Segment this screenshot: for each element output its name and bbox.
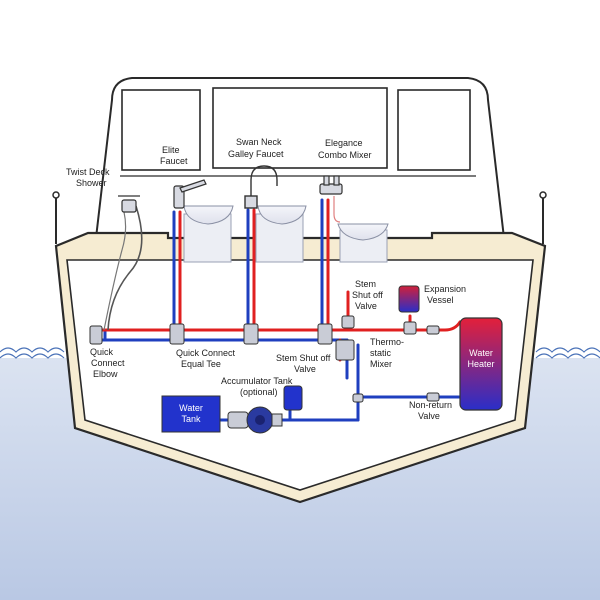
water-heater-label-1: Water <box>469 348 493 358</box>
svg-text:Valve: Valve <box>418 411 440 421</box>
svg-text:Expansion: Expansion <box>424 284 466 294</box>
svg-text:Galley Faucet: Galley Faucet <box>228 149 284 159</box>
svg-text:Elite: Elite <box>162 145 180 155</box>
rails <box>55 196 544 244</box>
svg-text:Thermo-: Thermo- <box>370 337 404 347</box>
water-tank-label-2: Tank <box>181 414 201 424</box>
svg-text:Valve: Valve <box>294 364 316 374</box>
elite-faucet <box>173 179 207 209</box>
fittings <box>89 315 440 403</box>
water-tank-label-1: Water <box>179 403 203 413</box>
svg-text:Swan Neck: Swan Neck <box>236 137 282 147</box>
label-stem-shutoff-top: Stem Shut off Valve <box>352 279 383 311</box>
label-quick-connect-tee: Quick Connect Equal Tee <box>176 348 236 369</box>
cabin-window-center <box>212 87 388 169</box>
label-non-return-valve: Non-return Valve <box>409 400 452 421</box>
svg-text:Quick Connect: Quick Connect <box>176 348 236 358</box>
label-thermostatic-mixer: Thermo- static Mixer <box>370 337 404 369</box>
twist-deck-shower <box>118 195 140 213</box>
label-expansion-vessel: Expansion Vessel <box>424 284 466 305</box>
svg-text:Stem: Stem <box>355 279 376 289</box>
svg-text:Shut off: Shut off <box>352 290 383 300</box>
svg-text:Vessel: Vessel <box>427 295 454 305</box>
label-elegance: Elegance Combo Mixer <box>318 138 372 160</box>
svg-text:Valve: Valve <box>355 301 377 311</box>
sink-elite <box>183 205 234 225</box>
svg-text:Twist Deck: Twist Deck <box>66 167 110 177</box>
svg-text:Connect: Connect <box>91 358 125 368</box>
sink-swan <box>257 205 307 225</box>
water-tank <box>161 395 221 433</box>
label-accumulator-tank: Accumulator Tank (optional) <box>221 376 293 397</box>
svg-text:(optional): (optional) <box>240 387 278 397</box>
svg-text:static: static <box>370 348 392 358</box>
water-heater <box>459 317 503 411</box>
svg-text:Combo Mixer: Combo Mixer <box>318 150 372 160</box>
svg-text:Shower: Shower <box>76 178 107 188</box>
svg-text:Elegance: Elegance <box>325 138 363 148</box>
pump <box>227 406 283 434</box>
hot-pipes <box>95 198 462 362</box>
svg-text:Non-return: Non-return <box>409 400 452 410</box>
sink-elegance <box>337 223 389 241</box>
svg-text:Elbow: Elbow <box>93 369 118 379</box>
svg-text:Equal Tee: Equal Tee <box>181 359 221 369</box>
accumulator-tank <box>283 385 303 411</box>
label-twist-deck-shower: Twist Deck Shower <box>66 167 110 188</box>
elegance-combo-mixer <box>319 175 343 223</box>
label-swan-neck: Swan Neck Galley Faucet <box>228 137 284 159</box>
cold-pipes <box>93 198 469 422</box>
water-heater-label-2: Heater <box>467 359 494 369</box>
label-quick-connect-elbow: Quick Connect Elbow <box>90 347 125 379</box>
swan-neck-faucet <box>244 165 278 209</box>
svg-text:Faucet: Faucet <box>160 156 188 166</box>
svg-text:Accumulator Tank: Accumulator Tank <box>221 376 293 386</box>
expansion-vessel <box>398 285 420 313</box>
label-stem-shutoff-low: Stem Shut off Valve <box>276 353 331 374</box>
label-elite-faucet: Elite Faucet <box>160 145 188 166</box>
cabin-window-right <box>397 89 471 171</box>
svg-text:Stem Shut off: Stem Shut off <box>276 353 331 363</box>
shower-hose <box>107 205 143 331</box>
cabin-window-left <box>121 89 201 171</box>
wave-right <box>535 347 600 359</box>
svg-text:Mixer: Mixer <box>370 359 392 369</box>
svg-text:Quick: Quick <box>90 347 114 357</box>
wave-left <box>0 347 65 359</box>
